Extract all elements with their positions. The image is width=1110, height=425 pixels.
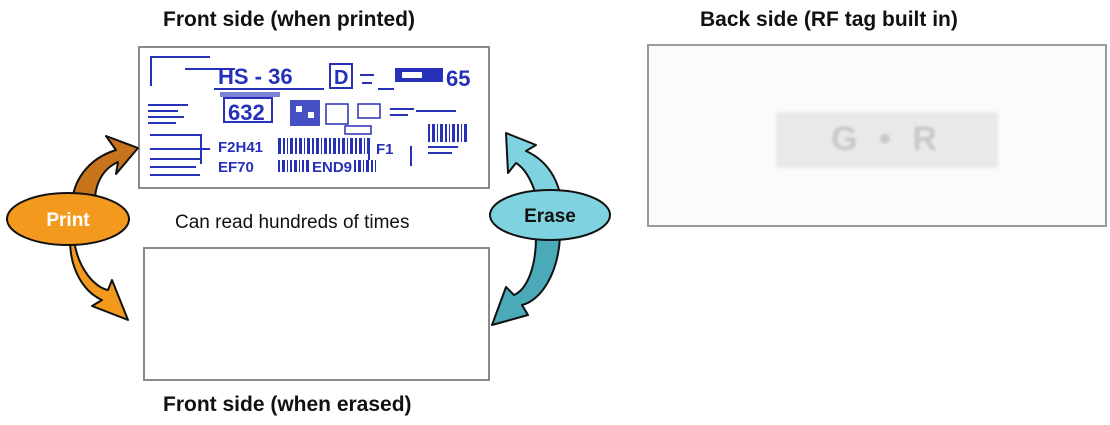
label-ef-text: EF70	[218, 159, 254, 176]
front-erased-title: Front side (when erased)	[163, 393, 412, 416]
label-big-text: 632	[228, 100, 265, 125]
rf-tag-faint-text: G • R	[831, 120, 943, 158]
printed-label-artwork: HS - 36 D 65 632	[148, 56, 470, 176]
label-num-text: 65	[446, 66, 470, 91]
erase-ellipse	[489, 189, 611, 241]
read-count-note: Can read hundreds of times	[175, 212, 410, 233]
print-lower-arrow	[69, 239, 129, 321]
back-side-card: G • R	[647, 44, 1107, 227]
front-erased-card	[143, 247, 490, 381]
erase-cycle-graphic: Erase	[489, 132, 611, 326]
print-label: Print	[46, 210, 90, 231]
erase-label: Erase	[524, 206, 576, 227]
label-box-text: D	[334, 67, 348, 89]
front-printed-title: Front side (when printed)	[163, 8, 415, 31]
label-f2-text: F2H41	[218, 139, 263, 156]
label-f1-text: F1	[376, 141, 394, 158]
print-ellipse	[6, 192, 130, 246]
rf-tag-faint-print: G • R	[776, 112, 998, 168]
back-side-title: Back side (RF tag built in)	[700, 8, 958, 31]
print-cycle-graphic: Print	[6, 135, 139, 321]
label-code-text: HS - 36	[218, 64, 293, 89]
print-upper-arrow	[70, 135, 139, 213]
front-printed-card: HS - 36 D 65 632	[138, 46, 490, 189]
erase-lower-arrow	[491, 236, 561, 326]
label-end-text: END9	[312, 159, 352, 176]
